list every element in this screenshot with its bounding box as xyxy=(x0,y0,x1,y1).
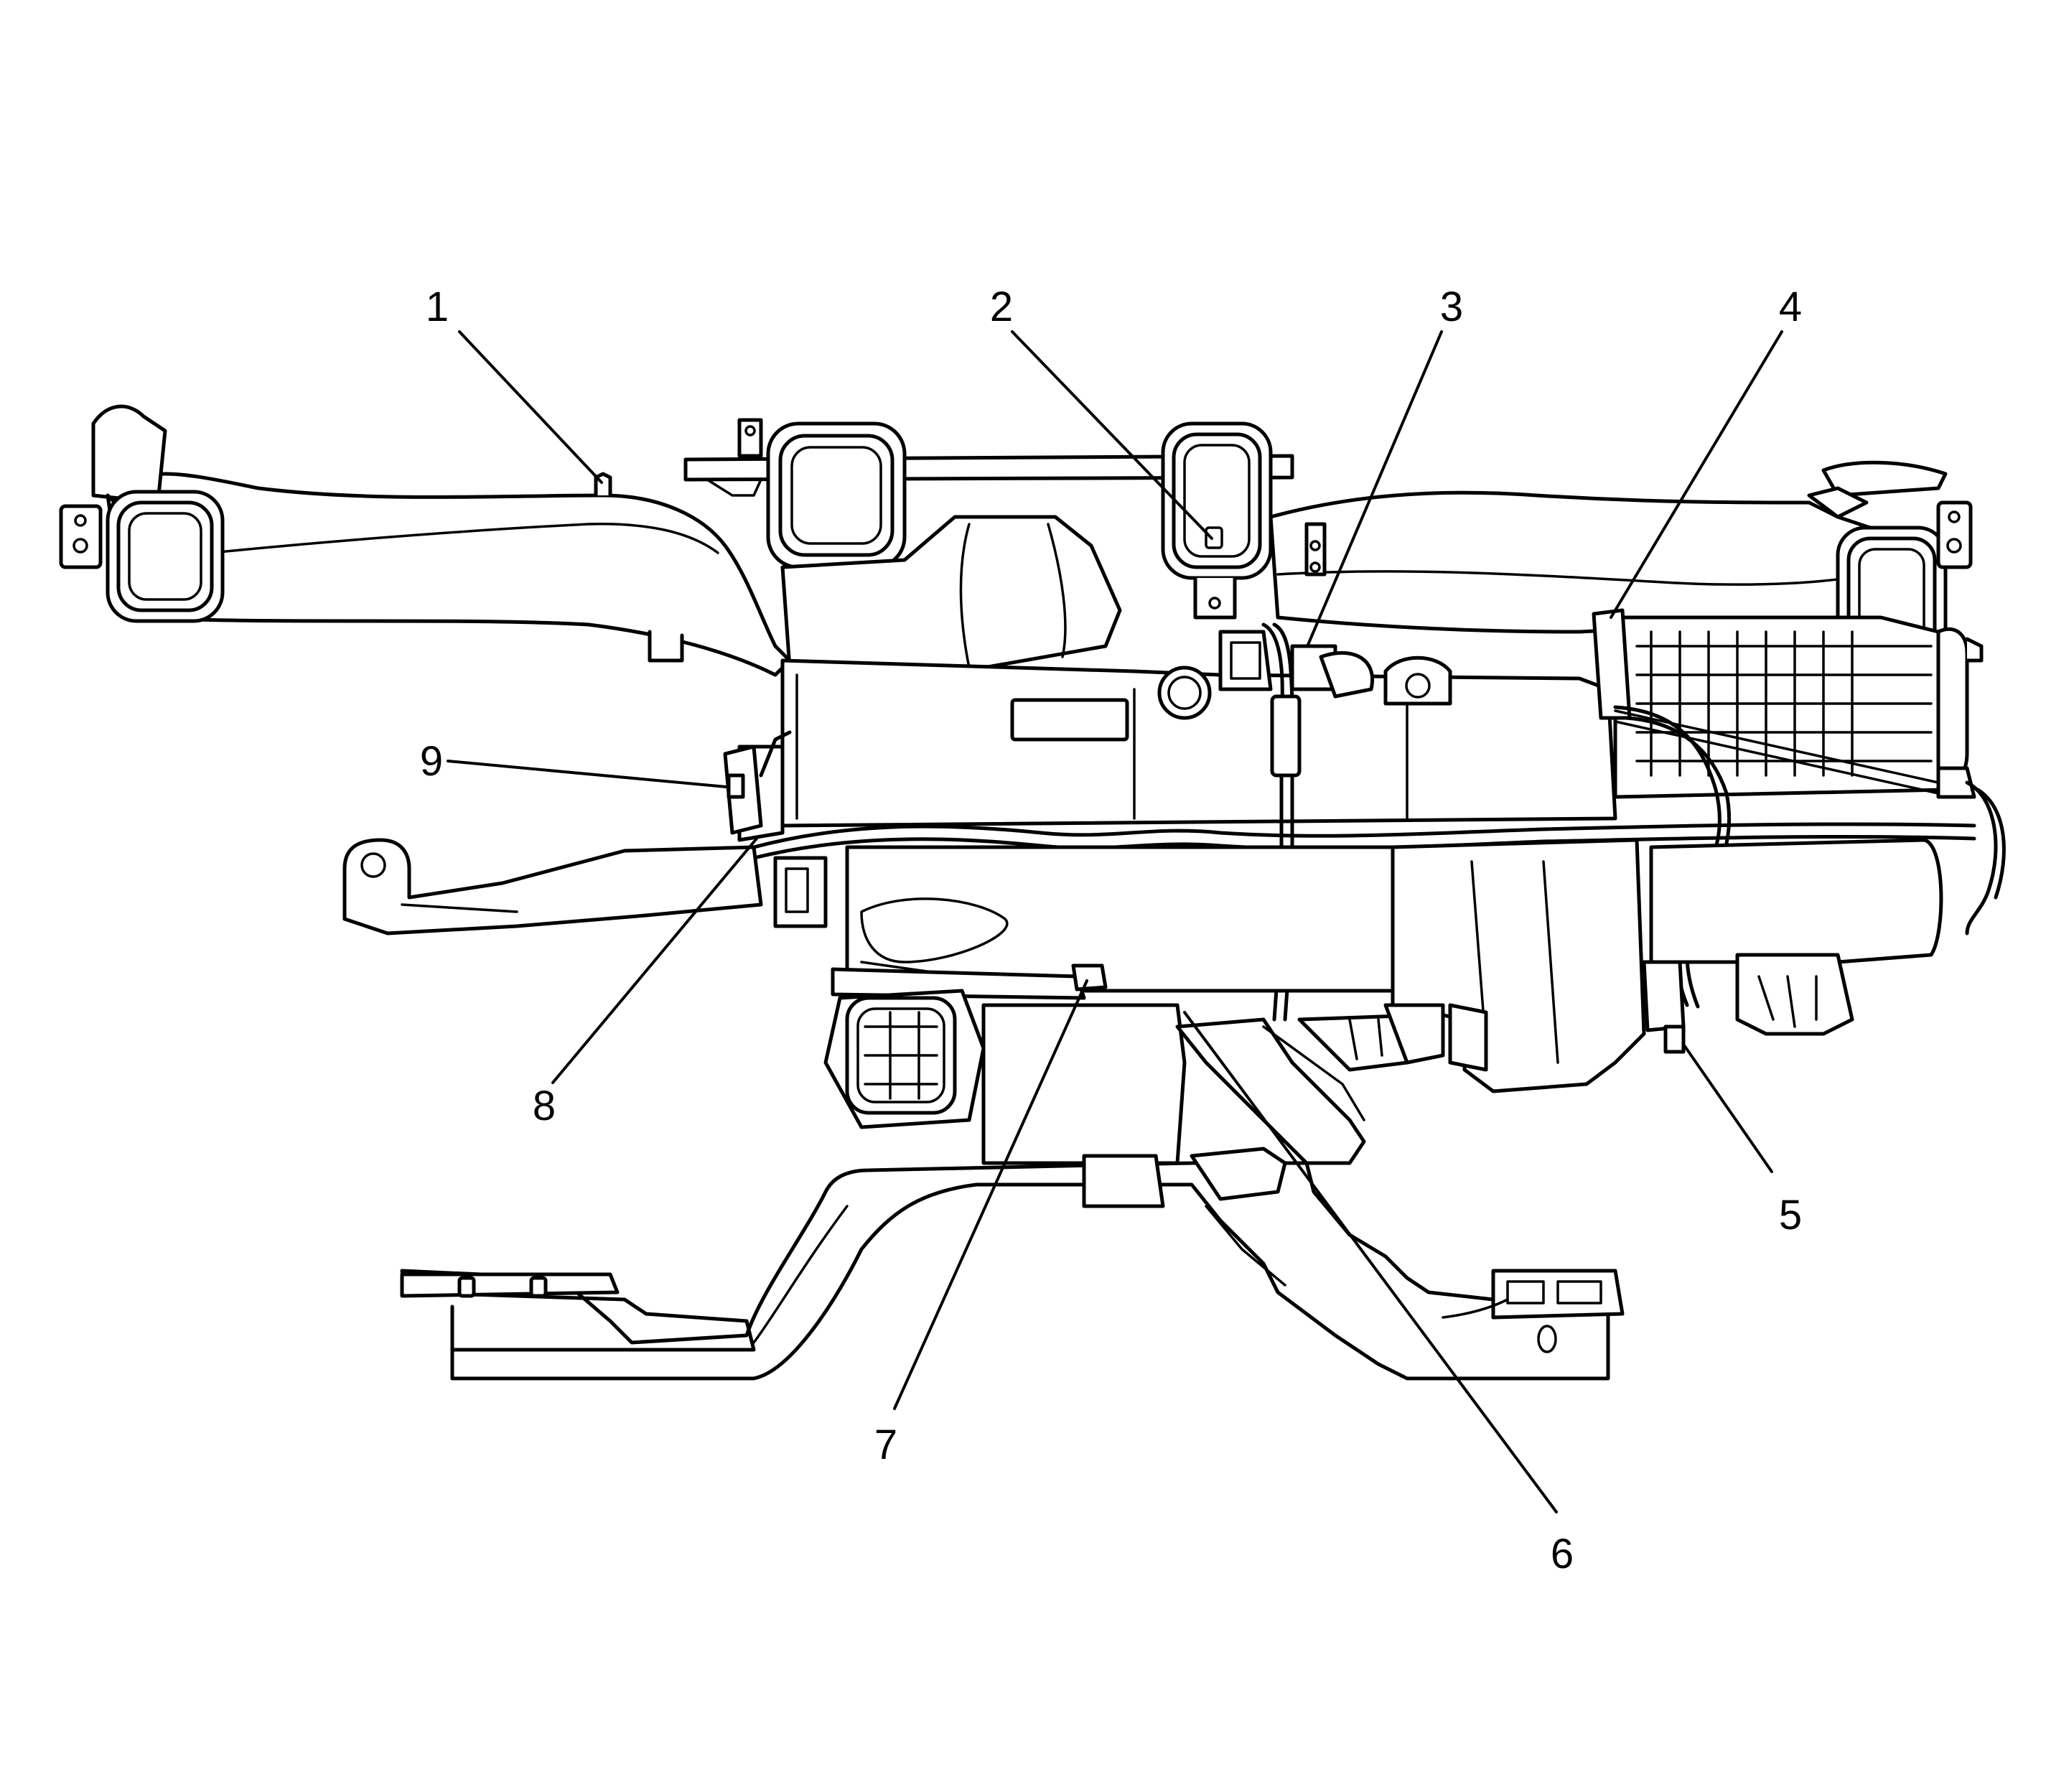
callout-9: 9 xyxy=(420,738,443,785)
upper-left-duct xyxy=(59,404,792,677)
leader-7 xyxy=(893,979,1088,1410)
leader-1 xyxy=(458,330,603,484)
callout-4: 4 xyxy=(1779,284,1802,330)
leader-6 xyxy=(1183,1011,1558,1513)
leader-3 xyxy=(1307,330,1443,646)
leader-4 xyxy=(1610,330,1783,619)
callout-7: 7 xyxy=(874,1422,897,1468)
hvac-case xyxy=(780,622,1617,1022)
lower-sensor-7 xyxy=(1071,963,1108,991)
leader-8 xyxy=(551,837,758,1084)
floor-duct xyxy=(400,989,1625,1381)
leader-9 xyxy=(447,760,728,788)
callout-labels: 1 2 3 4 5 6 7 8 9 xyxy=(420,284,1802,1577)
callout-2: 2 xyxy=(990,284,1013,330)
center-right-vent xyxy=(1161,421,1273,620)
blower-case xyxy=(1592,608,1984,799)
sensor-bracket-left xyxy=(723,730,792,835)
callout-8: 8 xyxy=(533,1083,556,1129)
callout-3: 3 xyxy=(1440,284,1463,330)
lower-case xyxy=(831,838,1943,1093)
leader-2 xyxy=(1011,330,1213,540)
callout-1: 1 xyxy=(426,284,449,330)
leader-lines xyxy=(447,330,1783,1513)
callout-6: 6 xyxy=(1551,1531,1574,1577)
leader-5 xyxy=(1683,1044,1773,1173)
lower-sensor-5 xyxy=(1642,960,1686,1054)
callout-5: 5 xyxy=(1779,1192,1802,1238)
